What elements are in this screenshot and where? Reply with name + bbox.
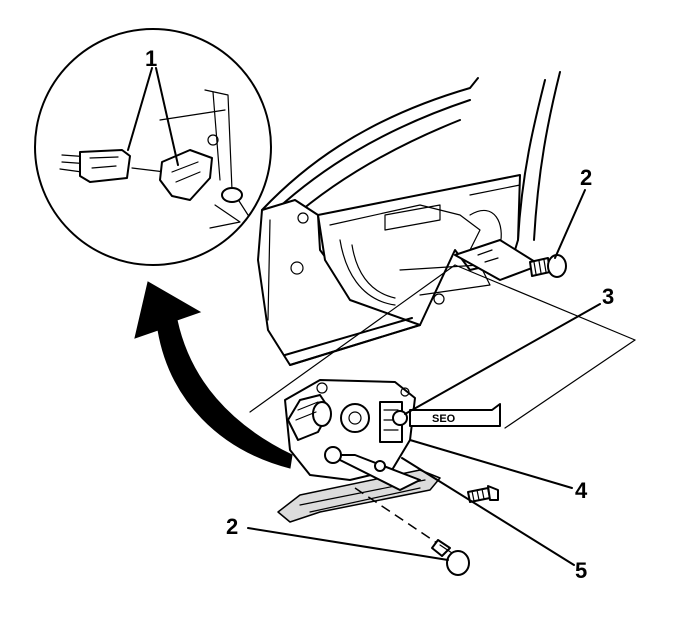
lower-bolt-axis xyxy=(354,487,441,546)
bolt-lower-shank xyxy=(431,539,451,557)
bolt-lower-head xyxy=(446,550,470,576)
callout-5: 5 xyxy=(575,558,587,583)
door-hinge-hole-1 xyxy=(290,261,304,275)
regulator-arm xyxy=(329,454,421,491)
callout-3: 3 xyxy=(602,284,614,309)
door-wire-harness-left-2 xyxy=(351,244,396,299)
door-panel-contour xyxy=(329,204,481,251)
motor-ribs xyxy=(295,401,319,421)
callout-2-bottom: 2 xyxy=(226,514,238,539)
inset-leader xyxy=(131,167,166,173)
bolt-upper-threads xyxy=(533,259,547,275)
inset-connector-right xyxy=(159,149,213,201)
regulator-arm-pivot xyxy=(374,460,386,472)
bolt-upper xyxy=(529,254,567,278)
regulator-nut xyxy=(392,410,408,426)
window-regulator: SEO xyxy=(277,379,501,546)
callout-4: 4 xyxy=(575,478,588,503)
door-bottom-cutout xyxy=(399,264,491,296)
bolt-lower xyxy=(431,539,470,576)
door-front-edge xyxy=(267,219,271,321)
guide-line-top xyxy=(454,264,636,341)
plate-hole-right xyxy=(400,387,410,397)
plate-hole-top xyxy=(316,382,328,394)
stud-threads xyxy=(471,488,485,502)
detail-inset xyxy=(34,28,272,266)
regulator-gear-center xyxy=(348,411,362,425)
inset-connector-right-detail xyxy=(171,161,201,183)
guide-line-right xyxy=(504,339,636,429)
inset-connector-left xyxy=(79,149,131,183)
door-sill xyxy=(289,324,421,366)
direction-arrow xyxy=(134,281,293,469)
inset-hole xyxy=(207,134,219,146)
bolt-upper-head xyxy=(547,254,567,278)
door-hinge-hole-2 xyxy=(297,212,309,224)
door-window-frame-outer xyxy=(261,77,479,211)
stud-head xyxy=(487,485,499,501)
inset-door-frame xyxy=(204,89,249,216)
guide-line-left xyxy=(249,264,456,413)
regulator-tag xyxy=(409,403,501,427)
inset-circle xyxy=(34,28,272,266)
door-wire-harness-right xyxy=(469,209,502,246)
bolt-lower-thread xyxy=(439,544,453,554)
door-rear-frame xyxy=(517,79,546,241)
door-rear-frame-outer xyxy=(533,71,561,241)
leader-1 xyxy=(127,67,179,166)
inset-panel-line xyxy=(159,109,226,121)
door-window-frame-inner xyxy=(275,99,471,211)
regulator-gear-hub xyxy=(340,403,370,433)
door-assembly xyxy=(257,71,561,366)
door-sill-inner xyxy=(284,317,413,356)
callout-1: 1 xyxy=(145,46,157,71)
leader-4 xyxy=(409,439,573,489)
leader-5 xyxy=(401,457,575,566)
leader-3 xyxy=(404,303,601,415)
regulator-lower-pivot xyxy=(324,446,342,464)
door-wire-harness-left xyxy=(339,239,396,306)
inset-bracket xyxy=(209,204,241,229)
leader-2-bottom xyxy=(247,527,449,561)
inset-connector-left-detail xyxy=(89,156,119,169)
regulator-tag-label: SEO xyxy=(432,413,456,425)
regulator-stud xyxy=(467,485,499,503)
callout-2-top: 2 xyxy=(580,165,592,190)
motor-end-cap xyxy=(312,401,332,427)
regulator-motor xyxy=(287,394,332,441)
door-beltline xyxy=(469,184,521,196)
inset-bolt xyxy=(221,187,243,203)
door-mounting-plate-holes xyxy=(477,249,499,263)
leader-2-top xyxy=(554,189,586,259)
door-access-hole xyxy=(433,293,445,305)
door-panel-cutout xyxy=(384,204,441,231)
